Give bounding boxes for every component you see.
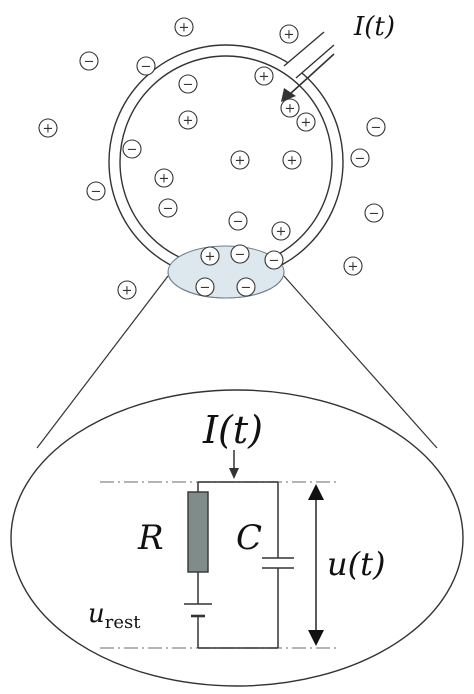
svg-text:−: − bbox=[371, 121, 382, 136]
negative-ion: − bbox=[264, 250, 284, 270]
svg-text:+: + bbox=[205, 250, 216, 265]
positive-ion: + bbox=[254, 66, 274, 86]
negative-ion: − bbox=[178, 74, 198, 94]
svg-text:−: − bbox=[127, 143, 138, 158]
current-label-circuit: I(t) bbox=[202, 408, 263, 452]
positive-ion: + bbox=[230, 150, 250, 170]
svg-text:−: − bbox=[84, 55, 95, 70]
positive-ion: + bbox=[117, 280, 137, 300]
capacitor-label: C bbox=[236, 518, 262, 558]
svg-text:−: − bbox=[269, 254, 280, 269]
negative-ion: − bbox=[366, 117, 386, 137]
svg-text:−: − bbox=[233, 215, 244, 230]
positive-ion: + bbox=[343, 256, 363, 276]
positive-ion: + bbox=[38, 118, 58, 138]
resistor-label: R bbox=[137, 518, 164, 558]
positive-ion: + bbox=[174, 17, 194, 37]
negative-ion: − bbox=[236, 277, 256, 297]
membrane-patch-boundary bbox=[167, 271, 285, 299]
current-label-top: I(t) bbox=[353, 12, 395, 42]
magnified-patch-ellipse bbox=[10, 389, 464, 687]
svg-text:+: + bbox=[301, 116, 312, 131]
svg-text:+: + bbox=[159, 172, 170, 187]
negative-ion: − bbox=[228, 211, 248, 231]
svg-text:−: − bbox=[163, 202, 174, 217]
rest-potential-symbol: u bbox=[88, 599, 105, 629]
positive-ion: + bbox=[296, 112, 316, 132]
voltage-double-arrow bbox=[308, 484, 324, 646]
svg-text:+: + bbox=[183, 114, 194, 129]
positive-ion: + bbox=[279, 24, 299, 44]
svg-text:+: + bbox=[287, 154, 298, 169]
svg-text:−: − bbox=[200, 281, 211, 296]
svg-text:−: − bbox=[235, 248, 246, 263]
svg-text:+: + bbox=[43, 122, 54, 137]
positive-ion: + bbox=[282, 150, 302, 170]
svg-text:−: − bbox=[91, 185, 102, 200]
svg-text:−: − bbox=[241, 281, 252, 296]
positive-ion: + bbox=[280, 98, 300, 118]
zoom-lines bbox=[36, 275, 438, 449]
positive-ion: + bbox=[200, 246, 220, 266]
svg-text:−: − bbox=[369, 207, 380, 222]
current-arrow bbox=[281, 53, 335, 102]
svg-text:+: + bbox=[179, 21, 190, 36]
svg-text:+: + bbox=[285, 102, 296, 117]
positive-ion: + bbox=[178, 110, 198, 130]
negative-ion: − bbox=[86, 181, 106, 201]
resistor bbox=[187, 491, 209, 573]
positive-ion: + bbox=[271, 221, 291, 241]
capacitor bbox=[262, 557, 294, 569]
rest-potential-label: urest bbox=[88, 599, 141, 633]
negative-ion: − bbox=[158, 198, 178, 218]
rest-potential-battery bbox=[184, 603, 212, 618]
svg-text:+: + bbox=[259, 70, 270, 85]
svg-text:+: + bbox=[276, 225, 287, 240]
electrode bbox=[283, 31, 335, 79]
positive-ion: + bbox=[154, 168, 174, 188]
negative-ion: − bbox=[79, 51, 99, 71]
negative-ion: − bbox=[230, 244, 250, 264]
cell-membrane bbox=[108, 44, 344, 280]
svg-text:+: + bbox=[235, 154, 246, 169]
svg-text:−: − bbox=[183, 78, 194, 93]
svg-text:−: − bbox=[141, 60, 152, 75]
membrane-boundary-lines bbox=[100, 481, 336, 649]
rest-potential-subscript: rest bbox=[105, 612, 141, 633]
negative-ion: − bbox=[350, 148, 370, 168]
circuit-current-arrow bbox=[229, 450, 239, 479]
voltage-label: u(t) bbox=[327, 545, 385, 583]
svg-text:+: + bbox=[348, 260, 359, 275]
negative-ion: − bbox=[364, 203, 384, 223]
svg-text:−: − bbox=[355, 152, 366, 167]
svg-text:+: + bbox=[284, 28, 295, 43]
negative-ion: − bbox=[122, 139, 142, 159]
ion-layer: + + − − + − + + + − − + + − + − − − + − + − + + − − + − bbox=[38, 17, 386, 300]
svg-text:+: + bbox=[122, 284, 133, 299]
negative-ion: − bbox=[195, 277, 215, 297]
negative-ion: − bbox=[136, 56, 156, 76]
circuit-wires bbox=[197, 481, 279, 649]
